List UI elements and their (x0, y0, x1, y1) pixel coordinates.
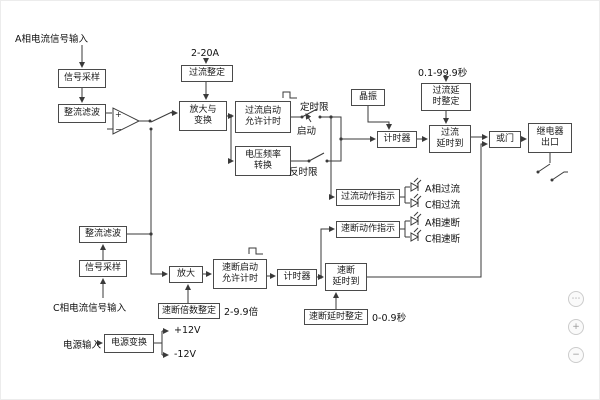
minus-icon: − (572, 349, 580, 360)
block-amplify-convert-line1: 放大与 (189, 105, 217, 116)
led-label-a-overcurrent: A相过流 (425, 184, 460, 195)
quickbreak-multiple-range-label: 2-9.9倍 (224, 307, 259, 318)
block-overcurrent-delay-setting-line1: 过流延 (432, 86, 460, 97)
overcurrent-range-label: 2-20A (191, 48, 220, 59)
block-overcurrent-setting: 过流整定 (181, 65, 233, 82)
block-overcurrent-start-timing: 过流启动 允许计时 (235, 101, 291, 133)
block-overcurrent-action-indicator: 过流动作指示 (336, 189, 400, 206)
side-button-more[interactable]: ⋯ (568, 291, 584, 307)
block-quickbreak-delay-reached-line2: 延时到 (332, 277, 360, 287)
inverse-time-label: 反时限 (289, 167, 318, 178)
block-amplify-convert: 放大与 变换 (179, 101, 227, 131)
block-overcurrent-delay-reached: 过流 延时到 (429, 125, 471, 153)
block-relay-output: 继电器 出口 (528, 123, 572, 153)
block-quickbreak-multiple-setting: 速断倍数整定 (158, 303, 220, 319)
block-quickbreak-start-timing-line1: 速断启动 (221, 263, 258, 274)
block-quickbreak-delay-setting: 速断延时整定 (304, 309, 368, 325)
inverse-time-switch (291, 139, 342, 163)
overcurrent-delay-range-label: 0.1-99.9秒 (418, 68, 468, 79)
channel-selector-switch (139, 110, 178, 131)
block-amplify-2: 放大 (169, 266, 203, 283)
pulse-waveform-icon (282, 91, 297, 99)
opamp-plus-sign: + (115, 110, 122, 119)
led-icon (410, 177, 422, 192)
block-rectify-filter-c: 整流滤波 (79, 226, 127, 243)
block-overcurrent-delay-reached-line2: 延时到 (436, 139, 464, 149)
block-crystal-oscillator: 晶振 (351, 89, 385, 106)
block-or-gate: 或门 (489, 131, 521, 148)
quickbreak-delay-range-label: 0-0.9秒 (372, 313, 407, 324)
block-overcurrent-delay-setting: 过流延 时整定 (421, 83, 471, 111)
relay-contact-symbol (536, 153, 568, 182)
start-arrow (305, 113, 312, 123)
block-overcurrent-start-timing-line2: 允许计时 (244, 117, 281, 127)
block-relay-output-line1: 继电器 (536, 127, 564, 138)
block-signal-sampling-c: 信号采样 (79, 260, 127, 277)
block-quickbreak-start-timing: 速断启动 允许计时 (213, 259, 267, 289)
phase-a-input-label: A相电流信号输入 (15, 34, 88, 45)
block-timer-quickbreak: 计时器 (277, 269, 317, 286)
block-quickbreak-delay-reached: 速断 延时到 (325, 263, 367, 291)
led-label-a-quickbreak: A相速断 (425, 218, 460, 229)
opamp-symbol: + − (112, 107, 141, 135)
led-icon (410, 211, 422, 226)
start-label: 启动 (297, 126, 317, 137)
block-overcurrent-start-timing-line1: 过流启动 (244, 106, 281, 117)
block-voltage-frequency-convert: 电压频率 转换 (235, 146, 291, 176)
opamp-minus-sign: − (115, 125, 122, 134)
plus-12v-label: +12V (174, 325, 201, 336)
minus-12v-label: -12V (174, 349, 197, 360)
block-quickbreak-start-timing-line2: 允许计时 (221, 274, 258, 284)
block-quickbreak-delay-reached-line1: 速断 (336, 266, 355, 277)
led-label-c-quickbreak: C相速断 (425, 234, 461, 245)
block-voltage-frequency-convert-line2: 转换 (253, 161, 272, 171)
power-input-label: 电源输入 (63, 340, 102, 351)
side-button-zoom-out[interactable]: − (568, 347, 584, 363)
phase-c-input-label: C相电流信号输入 (53, 303, 127, 314)
led-icon (410, 227, 422, 242)
plus-icon: + (572, 321, 580, 332)
led-icon (410, 193, 422, 208)
pulse-waveform-icon (248, 247, 263, 255)
block-quickbreak-action-indicator: 速断动作指示 (336, 221, 400, 238)
block-power-convert: 电源变换 (104, 334, 154, 353)
led-label-c-overcurrent: C相过流 (425, 200, 461, 211)
definite-time-label: 定时限 (300, 102, 329, 113)
block-overcurrent-delay-setting-line2: 时整定 (432, 97, 460, 107)
block-relay-output-line2: 出口 (540, 138, 559, 148)
more-dots-icon: ⋯ (571, 293, 581, 304)
definite-time-switch (291, 108, 342, 139)
block-amplify-convert-line2: 变换 (193, 116, 212, 126)
block-rectify-filter-a: 整流滤波 (58, 104, 106, 123)
block-timer-overcurrent: 计时器 (377, 131, 417, 148)
block-overcurrent-delay-reached-line1: 过流 (440, 128, 459, 139)
side-button-zoom-in[interactable]: + (568, 319, 584, 335)
block-signal-sampling-a: 信号采样 (58, 69, 106, 88)
block-voltage-frequency-convert-line1: 电压频率 (244, 150, 281, 161)
